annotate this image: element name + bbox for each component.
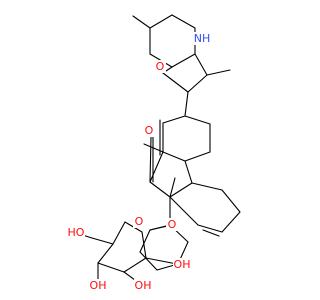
- bond: [191, 182, 223, 191]
- bond: [97, 262, 125, 273]
- bond: [169, 182, 193, 198]
- bond: [149, 181, 171, 198]
- bond: [169, 177, 176, 198]
- bond: [112, 221, 126, 245]
- ketone-oxygen-label: O: [145, 124, 154, 137]
- bond: [187, 74, 208, 93]
- bond: [202, 229, 220, 237]
- bond: [206, 69, 231, 76]
- sugar-ring-oxygen-label: O: [135, 215, 144, 228]
- bond: [149, 136, 152, 183]
- bond: [132, 15, 151, 29]
- bond: [194, 53, 208, 76]
- bond: [123, 257, 147, 273]
- bond: [171, 14, 196, 29]
- bond: [221, 211, 241, 233]
- atom-labels: NH O O O O HO OH OH OH: [67, 32, 211, 292]
- bond: [184, 115, 211, 125]
- molecule-structure: NH O O O O HO OH OH OH: [67, 14, 241, 292]
- bond: [162, 72, 189, 93]
- bond: [197, 224, 223, 233]
- bond: [184, 160, 193, 184]
- nitrogen-label: NH: [194, 32, 211, 45]
- bond: [149, 14, 173, 29]
- bond: [171, 53, 196, 68]
- c4-oh-label: OH: [90, 279, 107, 292]
- bond: [184, 151, 211, 162]
- bond: [149, 151, 164, 183]
- c2-oh-label: OH: [174, 258, 191, 271]
- hydroxymethyl-oh-label: HO: [68, 226, 85, 239]
- bond: [91, 237, 114, 245]
- bond: [97, 243, 114, 264]
- bond: [139, 251, 158, 271]
- bond: [162, 115, 186, 124]
- glycosidic-oxygen-label: O: [168, 218, 177, 231]
- bond: [141, 231, 147, 259]
- bond: [139, 229, 151, 253]
- bond: [162, 151, 186, 162]
- bond-lines: [75, 14, 241, 287]
- bond: [184, 91, 189, 117]
- bond: [221, 189, 241, 213]
- ring-oxygen-label: O: [156, 60, 165, 73]
- bond: [169, 196, 199, 226]
- c3-oh-label: OH: [135, 279, 152, 292]
